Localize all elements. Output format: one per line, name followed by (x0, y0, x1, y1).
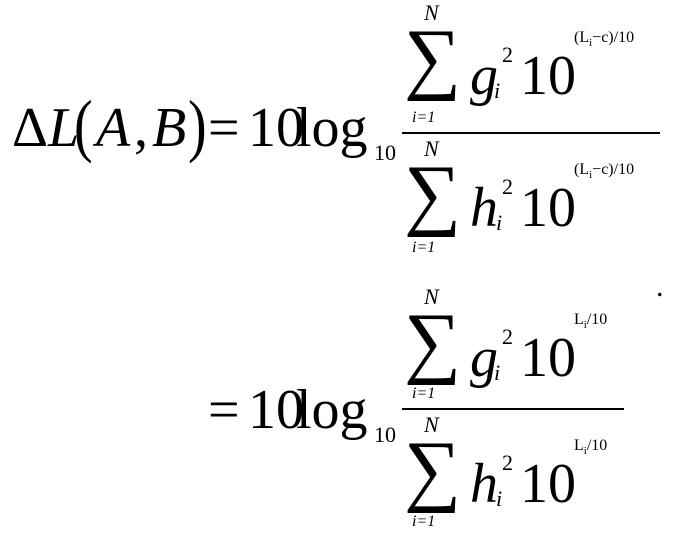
log-operator: log (296, 100, 368, 156)
equals-sign: = (208, 100, 240, 156)
base-ten: 10 (520, 330, 576, 386)
fraction-bar (402, 132, 660, 134)
log-base: 10 (374, 142, 396, 164)
trailing-period: . (656, 272, 664, 302)
subscript-i: i (496, 212, 502, 234)
summation-symbol: ∑ (404, 154, 461, 234)
variable-A: A (96, 100, 130, 156)
exponent-two: 2 (502, 44, 513, 66)
exponent-text: Li/10 (574, 438, 607, 457)
summation-symbol: ∑ (404, 18, 461, 98)
sum-lower-limit: i=1 (412, 386, 435, 402)
variable-h: h (470, 456, 498, 512)
variable-B: B (152, 100, 186, 156)
exponent-text: (Li−c)/10 (574, 162, 634, 181)
sum-lower-limit: i=1 (412, 240, 435, 256)
summation-symbol: ∑ (404, 430, 461, 510)
sum-lower-limit: i=1 (412, 110, 435, 126)
base-ten: 10 (520, 180, 576, 236)
log-operator: log (296, 382, 368, 438)
close-paren: ) (188, 91, 207, 161)
exponent-text: (Li−c)/10 (574, 30, 634, 49)
subscript-i: i (494, 80, 500, 102)
base-ten: 10 (520, 48, 576, 104)
subscript-i: i (494, 362, 500, 384)
open-paren: ( (74, 91, 93, 161)
delta-symbol: Δ (12, 100, 48, 156)
subscript-i: i (496, 488, 502, 510)
exponent-text: Li/10 (574, 312, 607, 331)
exponent-two: 2 (502, 452, 513, 474)
fraction-bar (402, 408, 624, 410)
exponent-two: 2 (502, 326, 513, 348)
variable-h: h (470, 180, 498, 236)
summation-symbol: ∑ (404, 302, 461, 382)
log-base: 10 (374, 424, 396, 446)
comma: , (134, 100, 148, 156)
equals-sign: = (208, 382, 240, 438)
sum-lower-limit: i=1 (412, 514, 435, 530)
exponent-two: 2 (502, 176, 513, 198)
base-ten: 10 (520, 456, 576, 512)
